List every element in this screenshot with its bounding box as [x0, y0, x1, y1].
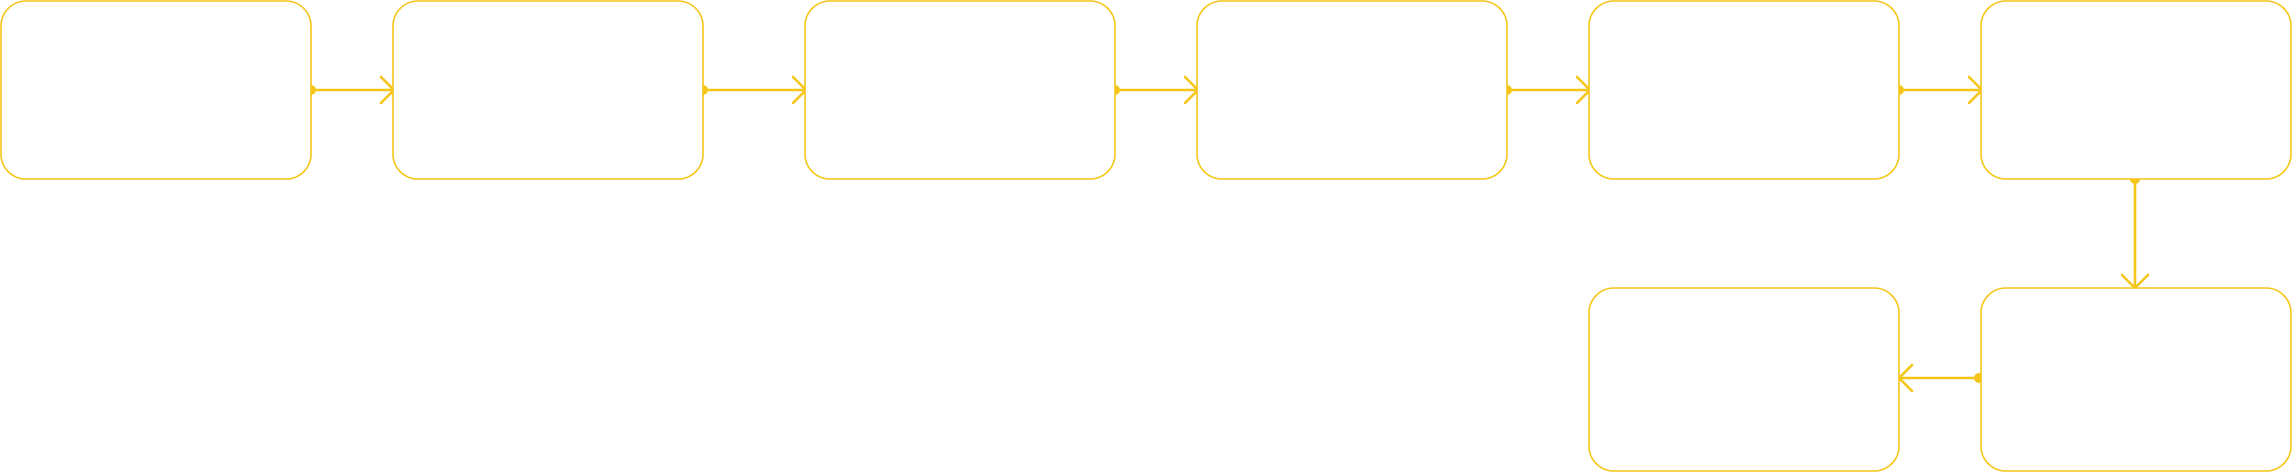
flow-node-1[interactable]: [0, 0, 312, 180]
flow-node-5[interactable]: [1588, 0, 1900, 180]
connector-n4-n5: [1502, 75, 1592, 105]
connector-n7-n8: [1897, 363, 1984, 393]
flow-node-2[interactable]: [392, 0, 704, 180]
flow-node-3[interactable]: [804, 0, 1116, 180]
connector-n3-n4: [1110, 75, 1200, 105]
flow-node-6[interactable]: [1980, 0, 2292, 180]
flow-node-8[interactable]: [1588, 287, 1900, 472]
flow-node-4[interactable]: [1196, 0, 1508, 180]
connector-n2-n3: [698, 75, 808, 105]
connector-n5-n6: [1894, 75, 1984, 105]
connector-n6-n7: [2120, 174, 2150, 290]
connector-n1-n2: [306, 75, 396, 105]
flow-node-7[interactable]: [1980, 287, 2292, 472]
